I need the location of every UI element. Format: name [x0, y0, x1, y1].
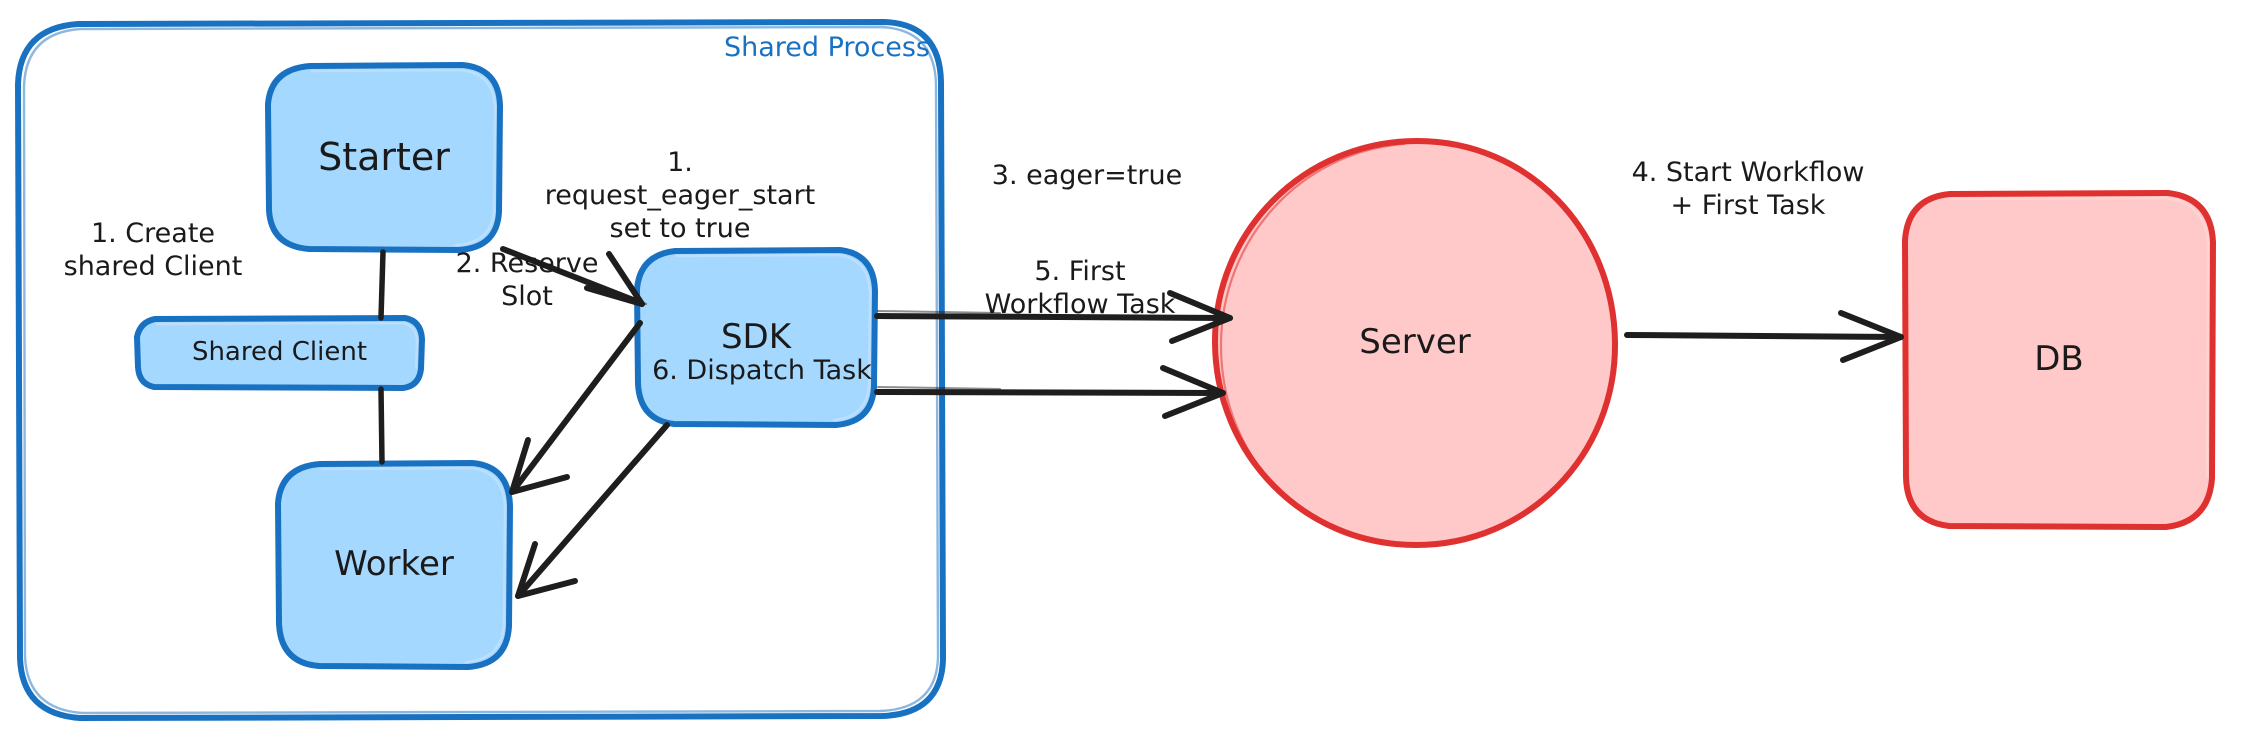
edge-start-workflow-db: [1624, 310, 1904, 363]
node-worker[interactable]: [275, 460, 513, 670]
edge-eager-true: [874, 290, 1233, 344]
edge-shared-client-worker: [378, 386, 385, 465]
shared-process-border-sketch: [22, 25, 940, 715]
node-sdk[interactable]: [634, 247, 878, 428]
edge-dispatch-task: [515, 422, 670, 599]
node-shared-client[interactable]: [134, 315, 425, 391]
worker-highlight: [320, 466, 507, 664]
node-starter[interactable]: [265, 62, 503, 253]
sdk-shape: [634, 247, 878, 428]
group-shared-process[interactable]: [15, 19, 946, 721]
shared-client-shape: [134, 315, 425, 391]
server-shape: [1211, 138, 1619, 548]
worker-shape: [275, 460, 513, 670]
node-db[interactable]: [1902, 190, 2216, 530]
edge-reserve-slot: [509, 320, 643, 495]
db-highlight: [1950, 196, 2210, 478]
db-shape: [1902, 190, 2216, 530]
sdk-highlight: [675, 253, 872, 422]
shared-process-border: [15, 19, 946, 721]
starter-shape: [265, 62, 503, 253]
edge-first-workflow-task: [874, 365, 1226, 419]
edge-create-shared-client: [378, 249, 386, 321]
shared-client-highlight: [155, 321, 419, 369]
server-shape-sketch: [1219, 142, 1406, 521]
node-server[interactable]: [1211, 138, 1619, 548]
edge-request-eager-start: [500, 246, 647, 307]
starter-highlight: [310, 68, 497, 247]
